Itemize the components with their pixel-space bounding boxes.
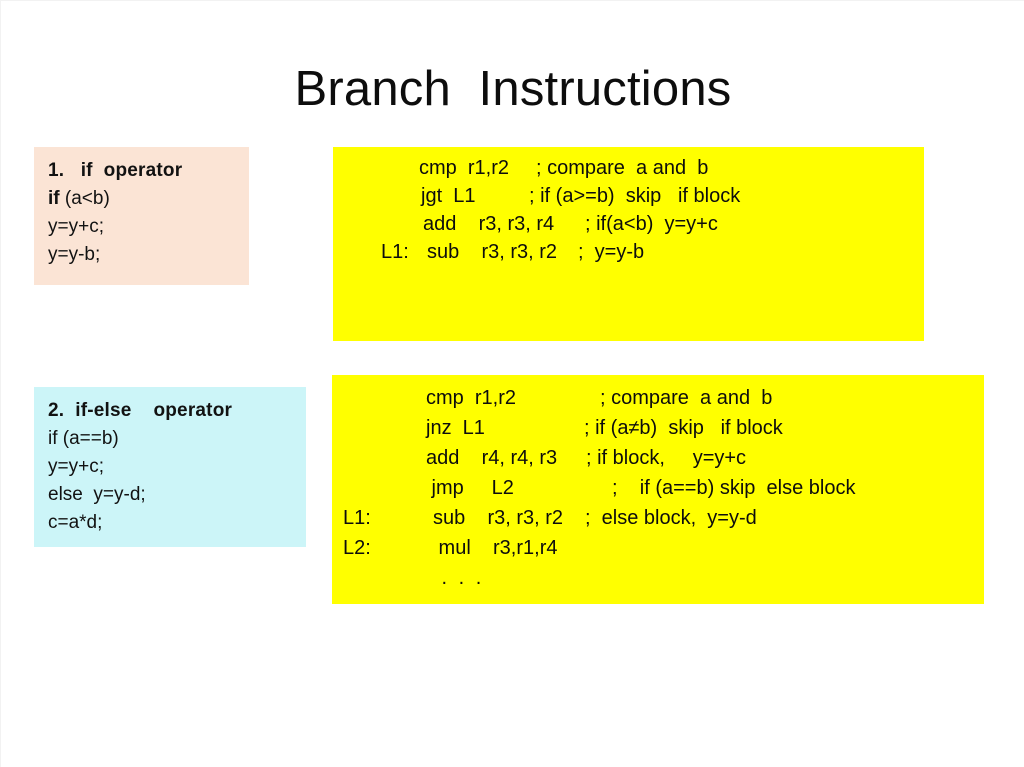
source-heading-label-1: if operator xyxy=(80,160,183,181)
source-line-rest: c=a*d; xyxy=(48,512,103,533)
asm-instruction: add r4, r4, r3 xyxy=(426,447,558,469)
asm-instruction: add r3, r3, r4 xyxy=(423,213,555,235)
asm-comment: ; compare a and b xyxy=(536,157,709,179)
source-panel-if-else-operator: 2. if-else operator if (a==b) y=y+c; els… xyxy=(34,387,306,547)
source-code-line: y=y+c; xyxy=(48,453,294,481)
source-line-rest: y=y-b; xyxy=(48,244,101,265)
asm-comment: ; if(a<b) y=y+c xyxy=(585,213,718,235)
source-heading-2: 2. if-else operator xyxy=(48,397,294,425)
asm-comment: ; if (a==b) skip else block xyxy=(612,477,856,499)
asm-instruction: jnz L1 xyxy=(426,417,485,439)
source-line-rest: y=y+c; xyxy=(48,456,104,477)
assembly-panel-if-else-operator: cmp r1,r2 ; compare a and b jnz L1 ; if … xyxy=(332,375,984,604)
source-code-line: else y=y-d; xyxy=(48,481,294,509)
asm-comment: ; compare a and b xyxy=(600,387,773,409)
asm-instruction: jmp L2 xyxy=(426,477,514,499)
asm-instruction: jgt L1 xyxy=(421,185,476,207)
source-line-rest: y=y+c; xyxy=(48,216,104,237)
source-heading-number-2: 2. xyxy=(48,400,65,421)
source-code-line: y=y+c; xyxy=(48,213,237,241)
asm-label-l1: L1: xyxy=(343,507,371,529)
asm-comment: ; if (a≠b) skip if block xyxy=(584,417,783,439)
assembly-panel-if-operator: cmp r1,r2 ; compare a and b jgt L1 ; if … xyxy=(333,147,924,341)
source-heading-label-2: if-else operator xyxy=(75,400,233,421)
page-title: Branch Instructions xyxy=(294,62,732,116)
asm-comment: ; y=y-b xyxy=(578,241,645,263)
asm-instruction: cmp r1,r2 xyxy=(426,387,517,409)
source-panel-if-operator: 1. if operator if (a<b) y=y+c; y=y-b; xyxy=(34,147,249,285)
asm-comment: ; if block, y=y+c xyxy=(586,447,747,469)
source-heading-number-1: 1. xyxy=(48,160,65,181)
asm-label-l1: L1: xyxy=(381,241,409,263)
source-line-rest: if (a==b) xyxy=(48,428,119,449)
asm-label-l2: L2: xyxy=(343,537,371,559)
asm-comment: ; if (a>=b) skip if block xyxy=(529,185,741,207)
asm-instruction: sub r3, r3, r2 xyxy=(433,507,564,529)
source-keyword-if: if xyxy=(48,188,60,209)
asm-instruction: mul r3,r1,r4 xyxy=(433,537,558,559)
asm-instruction: cmp r1,r2 xyxy=(419,157,510,179)
source-line-rest: (a<b) xyxy=(59,188,110,209)
source-code-line: c=a*d; xyxy=(48,509,294,537)
source-line-rest: else y=y-d; xyxy=(48,484,146,505)
source-heading-1: 1. if operator xyxy=(48,157,237,185)
source-code-line: if (a==b) xyxy=(48,425,294,453)
asm-instruction: sub r3, r3, r2 xyxy=(427,241,558,263)
asm-ellipsis: . . . xyxy=(433,567,485,589)
source-code-line: y=y-b; xyxy=(48,241,237,269)
source-code-line: if (a<b) xyxy=(48,185,237,213)
asm-comment: ; else block, y=y-d xyxy=(585,507,757,529)
